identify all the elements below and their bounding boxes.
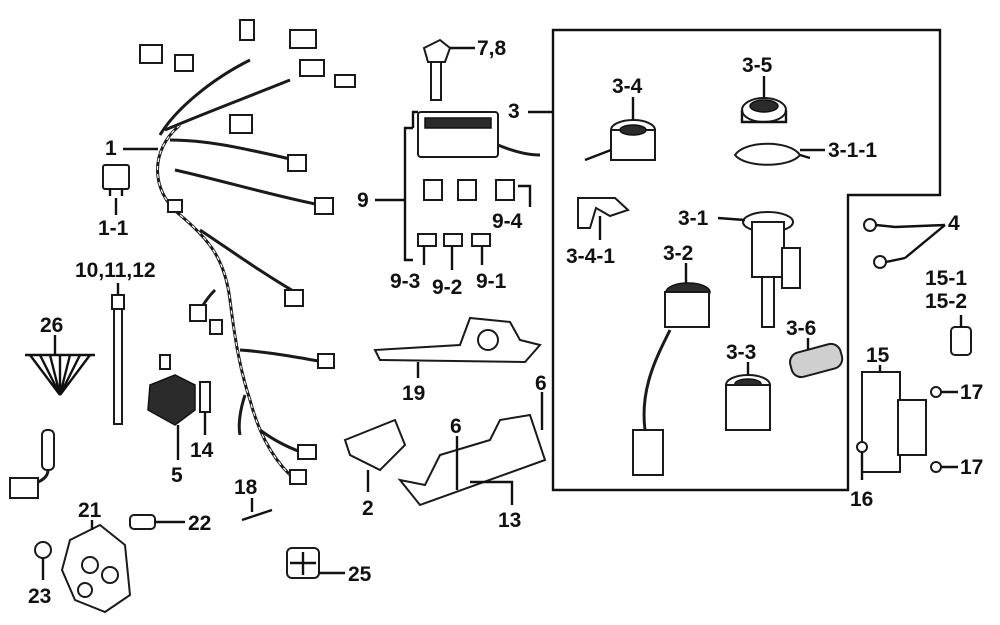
label-9-2: 9-2 [432,276,462,299]
label-3-5: 3-5 [742,54,773,77]
label-3-4: 3-4 [612,75,643,98]
part-2-bracket [343,418,407,472]
part-3-4-1-clip [577,197,630,229]
part-15-module [861,371,927,473]
label-17a: 17 [960,381,983,404]
label-2: 2 [362,497,374,520]
label-4: 4 [948,212,960,235]
label-7-8: 7,8 [477,37,507,60]
part-25-connector [286,547,320,579]
label-9-4: 9-4 [492,210,523,233]
label-26: 26 [40,314,63,337]
part-6-bolts [455,400,544,490]
label-3-1: 3-1 [678,207,709,230]
label-14: 14 [190,439,214,462]
label-15-2: 15-2 [925,290,967,313]
part-15-1-grommet [950,326,972,356]
label-16: 16 [850,488,873,511]
part-3-3-lock [725,374,771,431]
label-3-1-1: 3-1-1 [828,139,877,162]
part-10-11-12-cable-tie [111,294,125,425]
label-9: 9 [357,189,369,212]
label-17b: 17 [960,456,983,479]
label-1-1: 1-1 [98,217,129,240]
label-9-3: 9-3 [390,270,420,293]
label-6b: 6 [535,372,547,395]
part-9-fuse-box [417,111,541,158]
label-9-1: 9-1 [476,270,507,293]
part-13-bracket [397,413,547,507]
part-1-1-relay [102,164,130,196]
label-3-4-1: 3-4-1 [566,245,615,268]
part-18-pin [241,508,273,522]
part-1-wire-harness [139,19,356,485]
leader-lines [41,46,963,580]
part-16-nut [856,441,868,453]
label-6a: 6 [450,415,462,438]
part-9-1-9-3-fuses [417,233,491,247]
label-1: 1 [105,137,117,160]
part-3-6-spring [789,342,844,379]
part-3-1-ignition [742,211,801,328]
part-4-screws [863,218,906,269]
label-21: 21 [78,499,102,522]
part-22-screw [129,514,156,530]
part-14-bolt [199,381,211,413]
part-21-housing [60,523,132,614]
label-5: 5 [171,464,183,487]
label-3-6: 3-6 [786,317,816,340]
part-3-5-cap [740,97,788,124]
label-18: 18 [234,476,258,499]
part-26-wire-lead [9,353,95,499]
label-25: 25 [348,563,372,586]
part-3-2-switch [632,282,711,476]
part-23-nut [34,541,52,559]
part-9-4-relays [423,179,515,201]
part-3-4-lock [584,119,656,162]
label-23: 23 [28,585,51,608]
part-7-8-key [422,38,452,101]
label-13: 13 [498,509,521,532]
label-19: 19 [402,382,425,405]
label-10-11-12: 10,11,12 [75,259,156,282]
callout-labels: 1 1-1 7,8 3 9 9-4 9-3 9-2 9-1 10,11,12 2… [28,37,983,608]
part-5-bracket [147,354,196,426]
part-17-bolts [930,386,942,473]
label-3-2: 3-2 [663,242,693,265]
assembly-3-frame [551,28,942,492]
label-15: 15 [866,344,890,367]
label-3-3: 3-3 [726,341,756,364]
part-3-1-1-cover [733,142,811,166]
part-19-bracket [373,316,542,364]
label-15-1: 15-1 [925,267,967,290]
label-3: 3 [508,100,520,123]
label-22: 22 [188,512,211,535]
